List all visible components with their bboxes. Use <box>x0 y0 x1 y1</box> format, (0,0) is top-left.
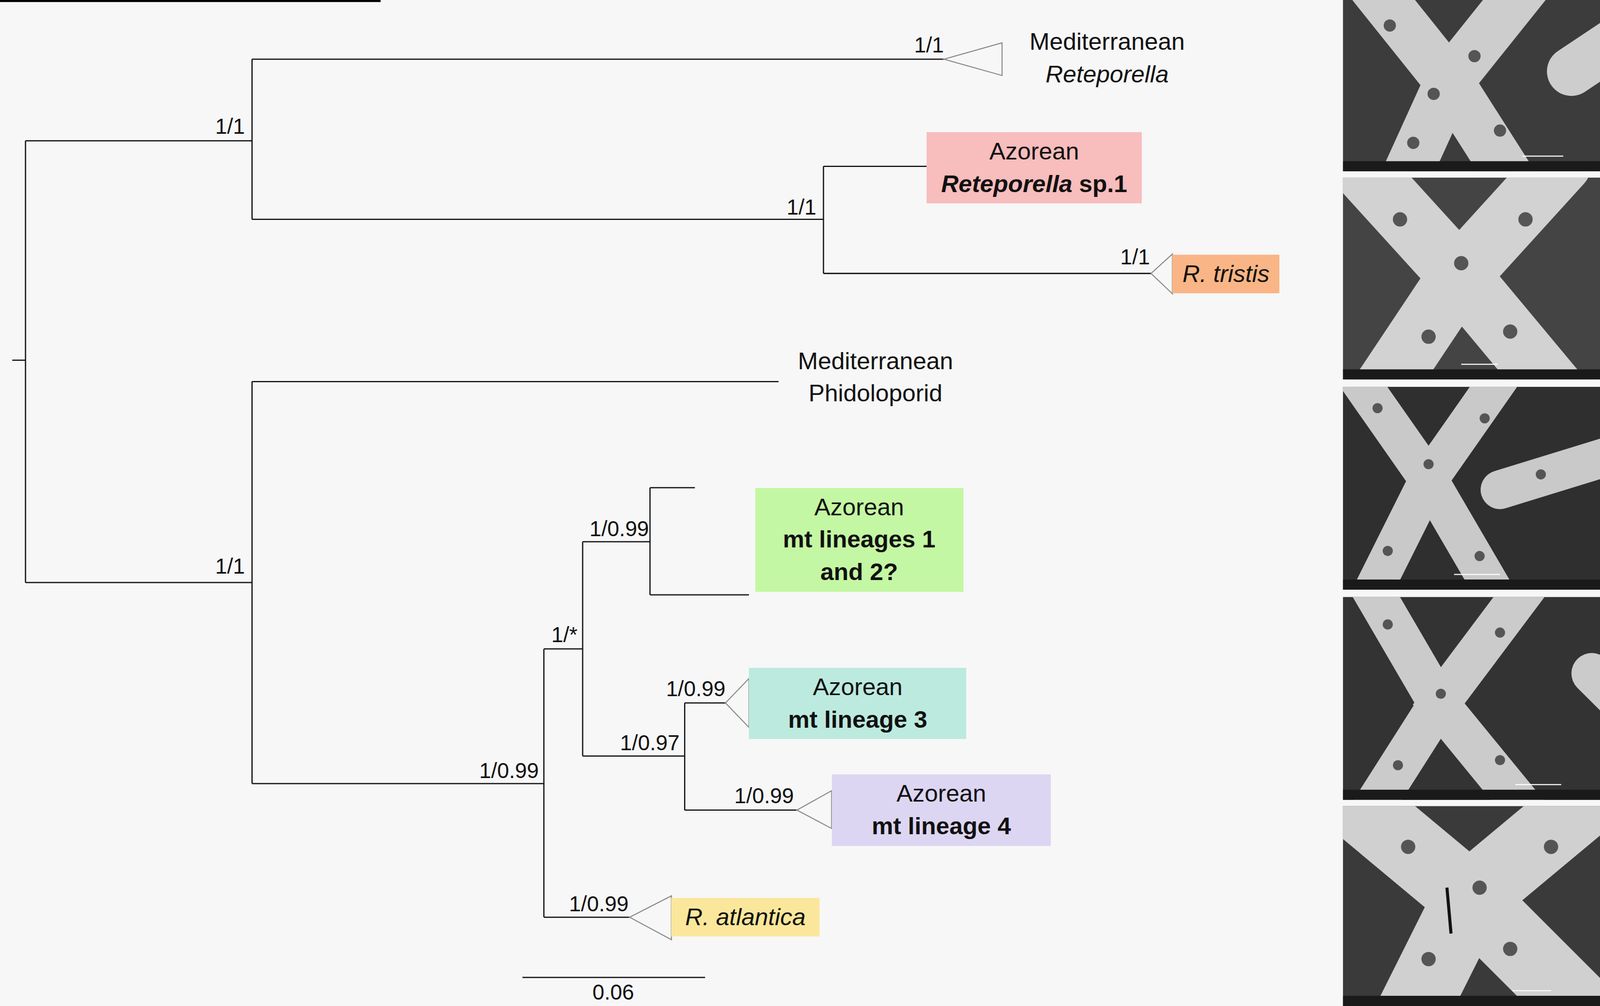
artwork-shape <box>1512 990 1551 992</box>
artwork-shape <box>1343 387 1600 590</box>
clade-name: mt lineage 4 <box>840 810 1043 844</box>
artwork-shape <box>1427 87 1440 101</box>
artwork-shape <box>1400 839 1416 855</box>
artwork-shape <box>1494 124 1507 138</box>
support-value: 1/0.99 <box>665 677 726 701</box>
artwork-shape <box>1468 49 1481 63</box>
artwork-shape <box>629 42 1173 940</box>
taxon-label: Mediterranean Reteporella <box>1029 25 1185 92</box>
support-value: 1/0.99 <box>569 892 629 916</box>
artwork-shape <box>943 42 1003 76</box>
artwork-shape <box>1535 469 1546 480</box>
artwork-shape <box>1472 880 1488 896</box>
artwork-shape <box>797 791 832 830</box>
artwork-shape <box>1495 755 1506 766</box>
artwork-shape <box>0 0 381 3</box>
artwork-shape <box>1383 19 1397 32</box>
artwork-shape <box>1495 627 1506 639</box>
artwork-shape <box>1518 212 1534 227</box>
artwork-shape <box>1474 551 1485 562</box>
support-value: 1/* <box>551 623 578 647</box>
clade-box: Azoreanmt lineage 4 <box>831 774 1052 847</box>
text-line: Mediterranean <box>1029 25 1185 59</box>
scale-label: 0.06 <box>592 980 635 1005</box>
italic-genus: Reteporella <box>941 170 1073 198</box>
artwork-shape <box>1343 0 1600 172</box>
artwork-shape <box>1382 619 1393 630</box>
artwork-shape <box>1446 888 1452 935</box>
support-value: 1/0.99 <box>479 759 539 783</box>
artwork-shape <box>1421 952 1436 967</box>
artwork-shape <box>1543 839 1559 855</box>
artwork-shape <box>1392 212 1408 227</box>
support-value: 1/0.99 <box>589 517 649 541</box>
artwork-shape <box>1346 806 1592 1006</box>
artwork-shape <box>1343 579 1600 590</box>
artwork-shape <box>1522 155 1564 157</box>
artwork-shape <box>1503 324 1518 339</box>
artwork-shape <box>1392 760 1404 771</box>
support-value: 1/0.99 <box>734 784 794 808</box>
clade-name: R. atlantica <box>679 901 811 935</box>
text-line: Reteporella <box>1029 58 1185 92</box>
artwork-shape <box>1372 403 1383 414</box>
taxon-label: Mediterranean Phidoloporid <box>797 345 953 411</box>
artwork-shape <box>1461 364 1499 366</box>
artwork-shape <box>12 59 1151 978</box>
support-value: 1/1 <box>786 195 817 219</box>
clade-box: R. atlantica <box>671 898 820 938</box>
artwork-shape <box>1367 0 1600 172</box>
artwork-shape <box>1453 574 1500 576</box>
clade-name: Azorean <box>757 671 958 704</box>
artwork-shape <box>1423 459 1434 470</box>
text-line: Mediterranean <box>797 345 953 378</box>
artwork-shape <box>1356 177 1561 381</box>
clade-name: Azorean <box>763 491 955 525</box>
artwork-shape <box>1343 596 1600 800</box>
artwork-shape <box>1479 413 1490 424</box>
artwork-shape <box>1343 369 1600 380</box>
clade-name: Reteporella sp.1 <box>935 168 1134 201</box>
artwork-shape <box>629 896 672 940</box>
artwork-shape <box>1435 688 1446 700</box>
artwork-shape <box>1453 256 1469 271</box>
clade-name: Azorean <box>935 135 1134 169</box>
artwork-shape <box>1421 329 1436 345</box>
artwork-shape <box>1343 161 1600 172</box>
clade-name: mt lineage 3 <box>757 703 958 737</box>
artwork-shape <box>1407 136 1420 149</box>
clade-name: R. tristis <box>1180 258 1271 291</box>
support-value: 1/1 <box>215 114 246 139</box>
artwork-shape <box>1503 942 1518 957</box>
support-value: 1/0.97 <box>619 731 680 755</box>
artwork-shape <box>1343 806 1600 1006</box>
artwork-shape <box>1343 790 1600 801</box>
clade-box: R. tristis <box>1172 254 1280 294</box>
clade-box: Azoreanmt lineages 1 and 2? <box>755 488 964 593</box>
artwork-shape <box>725 678 749 729</box>
clade-box: Azoreanmt lineage 3 <box>748 668 967 740</box>
artwork-shape <box>1367 596 1600 800</box>
clade-name: Azorean <box>840 777 1043 811</box>
artwork-shape <box>1150 254 1173 294</box>
clade-name: mt lineages 1 and 2? <box>763 523 955 589</box>
artwork-shape <box>1382 546 1393 557</box>
text-line: Phidoloporid <box>797 377 953 411</box>
support-value: 1/1 <box>1120 245 1151 269</box>
artwork-shape <box>1343 996 1600 1006</box>
artwork-shape <box>1515 784 1562 786</box>
artwork-shape <box>1356 387 1600 590</box>
support-value: 1/1 <box>215 554 246 579</box>
artwork-shape <box>1343 177 1600 381</box>
support-value: 1/1 <box>914 33 945 57</box>
clade-box: AzoreanReteporella sp.1 <box>926 132 1142 204</box>
